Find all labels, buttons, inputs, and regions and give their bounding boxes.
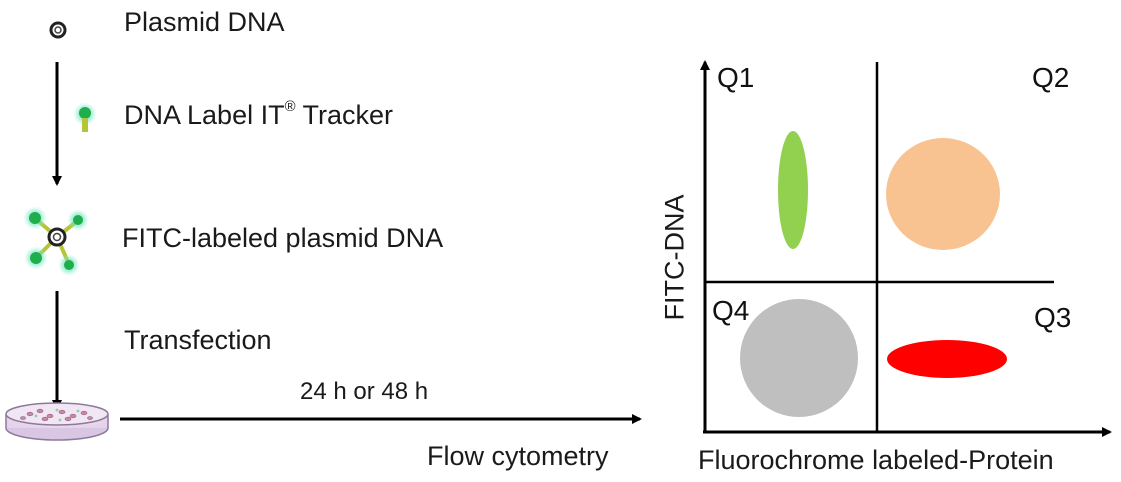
quadrant-q1-label: Q1 [717,62,755,93]
transfection-label: Transfection [124,325,272,355]
quadrant-q4-label: Q4 [712,295,750,326]
incubation-time-label: 24 h or 48 h [300,378,429,405]
labeled-plasmid-icon [23,206,89,276]
culture-dish-icon [5,402,109,441]
label-tracker-icon [73,102,97,132]
plasmid-icon [49,21,67,39]
y-axis-label: FITC-DNA [659,194,690,321]
quadrant-q2-label: Q2 [1032,62,1070,93]
fitc-plasmid-label: FITC-labeled plasmid DNA [122,223,444,253]
q3-population [887,340,1007,378]
label-tracker-label: DNA Label IT® Tracker [124,99,394,130]
registered-mark: ® [284,99,296,115]
q1-population [778,131,808,249]
x-axis-label: Fluorochrome labeled-Protein [698,445,1054,475]
q2-population [886,138,1000,250]
quadrant-q3-label: Q3 [1034,302,1072,333]
plasmid-dna-label: Plasmid DNA [124,7,285,37]
label-tracker-name: DNA Label IT [124,100,285,130]
flow-cytometry-label: Flow cytometry [427,441,609,471]
label-tracker-suffix: Tracker [295,100,394,130]
q4-population [740,299,858,417]
